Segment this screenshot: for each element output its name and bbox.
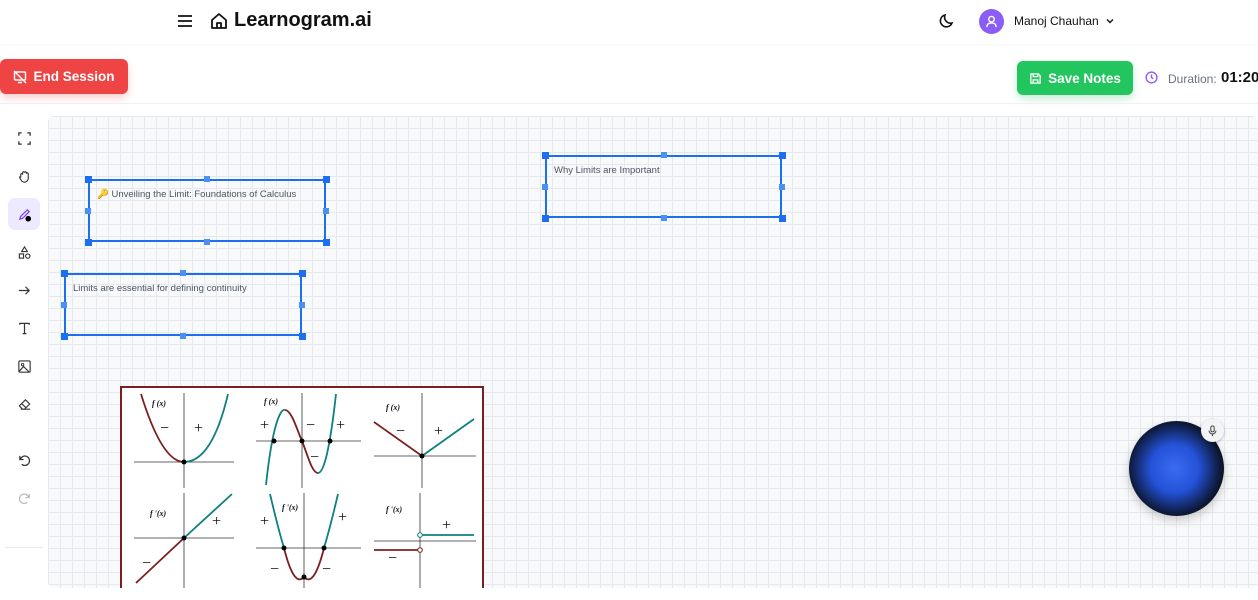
sign-label: + — [336, 417, 345, 434]
microphone-button[interactable] — [1201, 419, 1224, 442]
graphs-svg: f (x) f (x) f (x) f '(x) f '(x) f '(x) −… — [134, 393, 476, 588]
note-text[interactable]: 🔑 Unveiling the Limit: Foundations of Ca… — [97, 189, 297, 200]
sign-label: − — [160, 420, 169, 437]
top-bar: Learnogram.ai Manoj Chauhan — [0, 0, 1258, 44]
text-tool[interactable] — [8, 312, 40, 344]
shapes-tool[interactable] — [8, 236, 40, 268]
graph-label: f '(x) — [150, 509, 167, 518]
resize-handle[interactable] — [541, 151, 549, 159]
duration-value: 01:20 — [1221, 69, 1258, 86]
derivative-graphs-image[interactable]: f (x) f (x) f (x) f '(x) f '(x) f '(x) −… — [120, 386, 484, 588]
sign-label: + — [338, 509, 347, 526]
sign-label: − — [310, 449, 319, 466]
pen-tool[interactable] — [8, 198, 40, 230]
microphone-icon — [1208, 424, 1217, 436]
resize-handle[interactable] — [298, 332, 306, 340]
save-notes-label: Save Notes — [1048, 70, 1121, 86]
resize-handle[interactable] — [541, 214, 549, 222]
sign-label: − — [388, 550, 397, 567]
text-note-why-limits[interactable]: Why Limits are Important — [545, 155, 782, 218]
eraser-tool[interactable] — [8, 388, 40, 420]
tool-sidebar — [0, 116, 48, 588]
screen-off-icon — [13, 70, 27, 83]
resize-handle[interactable] — [204, 176, 210, 182]
redo-icon — [18, 493, 30, 504]
resize-handle[interactable] — [778, 151, 786, 159]
home-icon[interactable] — [209, 11, 229, 31]
resize-handle[interactable] — [180, 270, 186, 276]
resize-handle[interactable] — [180, 333, 186, 339]
whiteboard-canvas[interactable] — [48, 116, 1258, 588]
resize-handle[interactable] — [779, 183, 785, 190]
header-divider — [0, 103, 1258, 104]
sign-label: − — [396, 423, 405, 440]
graph-label: f (x) — [152, 399, 166, 408]
image-tool[interactable] — [8, 350, 40, 382]
fullscreen-icon — [17, 131, 31, 145]
resize-handle[interactable] — [299, 301, 305, 308]
resize-handle[interactable] — [204, 239, 210, 245]
resize-handle[interactable] — [60, 332, 68, 340]
graph-label: f '(x) — [282, 503, 299, 512]
graph-label: f '(x) — [386, 505, 403, 514]
resize-handle[interactable] — [322, 238, 330, 246]
shapes-icon — [18, 245, 30, 259]
text-note-continuity[interactable]: Limits are essential for defining contin… — [64, 273, 302, 336]
hamburger-menu-icon[interactable] — [176, 12, 194, 30]
sign-label: + — [212, 513, 221, 530]
end-session-label: End Session — [33, 69, 115, 84]
brand-logo[interactable]: Learnogram.ai — [234, 9, 372, 31]
sign-label: − — [142, 555, 151, 572]
resize-handle[interactable] — [61, 301, 67, 308]
graph-label: f (x) — [264, 397, 278, 406]
eraser-icon — [18, 398, 30, 410]
hand-icon — [18, 170, 29, 183]
note-text[interactable]: Limits are essential for defining contin… — [73, 283, 247, 294]
hand-tool[interactable] — [8, 160, 40, 192]
sign-label: + — [260, 513, 269, 530]
note-text[interactable]: Why Limits are Important — [554, 165, 660, 176]
redo-button[interactable] — [8, 482, 40, 514]
end-session-button[interactable]: End Session — [0, 59, 128, 94]
sign-label: + — [434, 423, 443, 440]
chevron-down-icon[interactable] — [1104, 15, 1116, 27]
resize-handle[interactable] — [660, 215, 667, 221]
resize-handle[interactable] — [778, 214, 786, 222]
sign-label: − — [306, 417, 315, 434]
resize-handle[interactable] — [85, 207, 91, 214]
save-notes-button[interactable]: Save Notes — [1017, 61, 1133, 95]
resize-handle[interactable] — [542, 183, 548, 190]
sign-label: − — [322, 561, 331, 578]
resize-handle[interactable] — [84, 175, 92, 183]
image-icon — [17, 359, 31, 373]
undo-button[interactable] — [8, 444, 40, 476]
undo-icon — [18, 455, 30, 466]
user-icon — [986, 15, 997, 28]
text-icon — [18, 322, 30, 334]
pen-icon — [18, 208, 31, 222]
resize-handle[interactable] — [298, 269, 306, 277]
resize-handle[interactable] — [323, 207, 329, 214]
save-icon — [1030, 72, 1041, 84]
text-note-title[interactable]: 🔑 Unveiling the Limit: Foundations of Ca… — [88, 179, 326, 242]
sign-label: + — [260, 417, 269, 434]
avatar[interactable] — [979, 9, 1004, 34]
duration-label: Duration: — [1168, 72, 1217, 86]
dark-mode-moon-icon[interactable] — [938, 12, 956, 30]
graph-label: f (x) — [386, 403, 400, 412]
clock-icon — [1145, 71, 1158, 84]
sign-label: − — [270, 561, 279, 578]
fullscreen-tool[interactable] — [8, 122, 40, 154]
resize-handle[interactable] — [660, 152, 667, 158]
sign-label: + — [442, 517, 451, 534]
sidebar-divider — [5, 547, 43, 548]
resize-handle[interactable] — [84, 238, 92, 246]
arrow-icon — [18, 285, 30, 295]
resize-handle[interactable] — [60, 269, 68, 277]
user-name[interactable]: Manoj Chauhan — [1014, 14, 1099, 28]
arrow-tool[interactable] — [8, 274, 40, 306]
resize-handle[interactable] — [322, 175, 330, 183]
sign-label: + — [194, 420, 203, 437]
